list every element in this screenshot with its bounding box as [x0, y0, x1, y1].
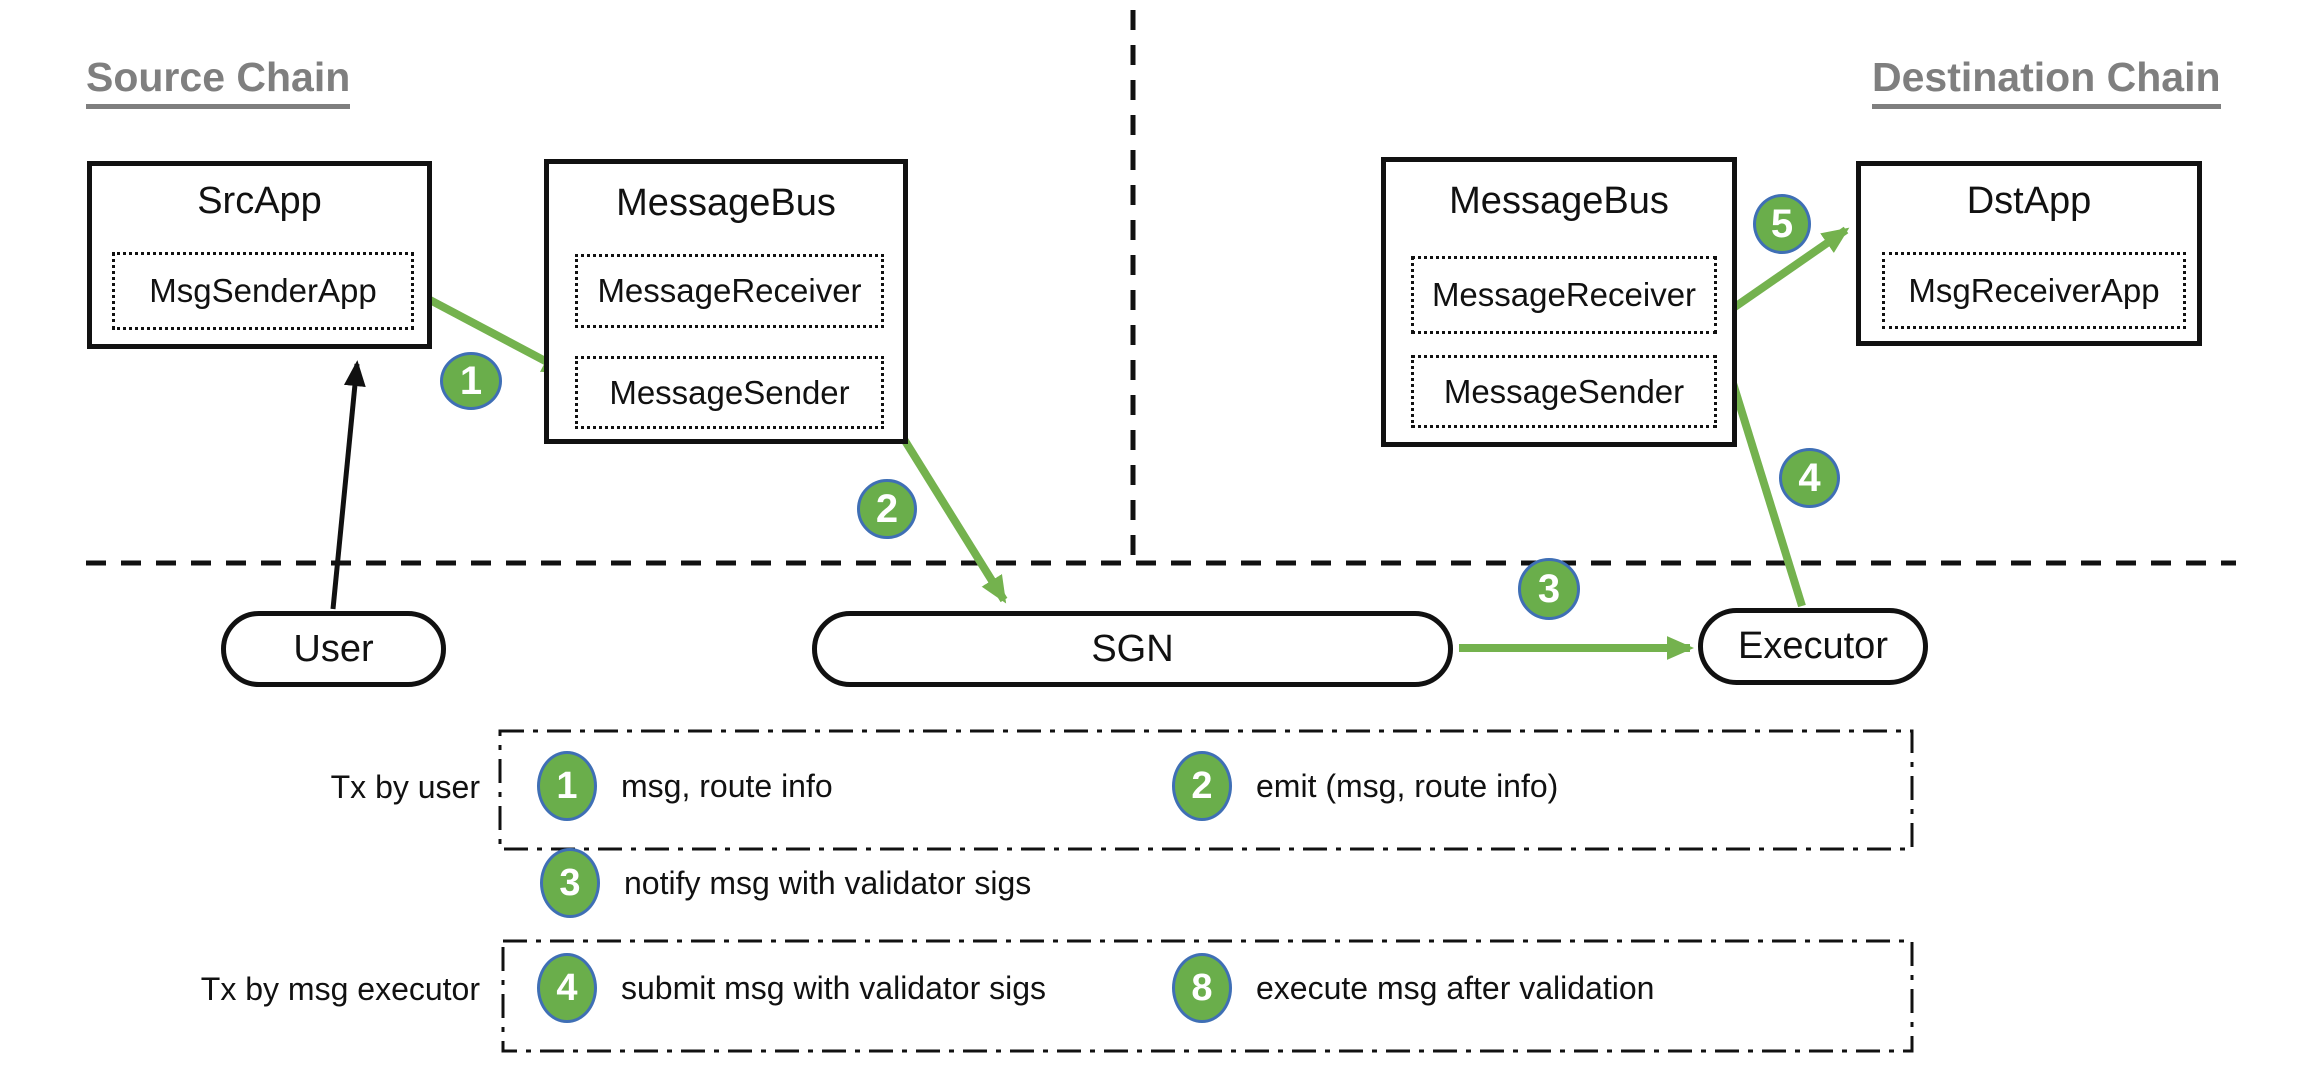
legend-step-circle-2: 2: [1172, 751, 1232, 821]
legend-step-text-3: notify msg with validator sigs: [624, 864, 1032, 901]
legend-step-circle-3: 3: [540, 848, 600, 918]
dst-app-box: DstApp MsgReceiverApp: [1856, 161, 2202, 346]
source-message-sender-box: MessageSender: [575, 356, 884, 429]
legend-step-text-2: emit (msg, route info): [1256, 767, 1559, 804]
source-chain-heading: Source Chain: [86, 54, 351, 109]
legend-item-8: 8 execute msg after validation: [1172, 953, 1654, 1023]
step-badge-5: 5: [1753, 194, 1811, 254]
executor-pill: Executor: [1698, 608, 1928, 685]
legend-step-text-8: execute msg after validation: [1256, 969, 1655, 1006]
src-app-box: SrcApp MsgSenderApp: [87, 161, 432, 349]
legend-item-4: 4 submit msg with validator sigs: [537, 953, 1046, 1023]
legend-step-text-4: submit msg with validator sigs: [621, 969, 1047, 1006]
legend-item-2: 2 emit (msg, route info): [1172, 751, 1558, 821]
source-message-bus-box: MessageBus MessageReceiver MessageSender: [544, 159, 908, 444]
source-message-bus-title: MessageBus: [616, 182, 836, 224]
legend-label-tx-by-user: Tx by user: [330, 769, 480, 805]
dst-app-title: DstApp: [1966, 180, 2092, 222]
destination-message-sender-box: MessageSender: [1411, 355, 1717, 428]
legend-step-circle-1: 1: [537, 751, 597, 821]
src-app-title: SrcApp: [197, 180, 322, 222]
legend-step-circle-4: 4: [537, 953, 597, 1023]
step-badge-4: 4: [1779, 448, 1840, 508]
step-badge-1: 1: [440, 352, 502, 410]
step-badge-2: 2: [857, 479, 917, 539]
sgn-pill: SGN: [812, 611, 1453, 687]
source-message-receiver-box: MessageReceiver: [575, 254, 884, 328]
legend-label-tx-by-executor: Tx by msg executor: [200, 971, 480, 1007]
msg-sender-app-box: MsgSenderApp: [112, 252, 414, 330]
user-pill: User: [221, 611, 446, 687]
step-badge-3: 3: [1518, 558, 1580, 620]
destination-chain-heading: Destination Chain: [1872, 54, 2221, 109]
destination-message-receiver-box: MessageReceiver: [1411, 256, 1717, 334]
destination-message-bus-box: MessageBus MessageReceiver MessageSender: [1381, 157, 1737, 447]
legend-step-circle-8: 8: [1172, 953, 1232, 1023]
legend-item-1: 1 msg, route info: [537, 751, 833, 821]
legend-item-3: 3 notify msg with validator sigs: [540, 848, 1031, 918]
legend-step-text-1: msg, route info: [621, 767, 833, 804]
msg-receiver-app-box: MsgReceiverApp: [1882, 252, 2186, 329]
destination-message-bus-title: MessageBus: [1449, 180, 1669, 222]
arrow-user-to-srcapp: [330, 360, 366, 610]
